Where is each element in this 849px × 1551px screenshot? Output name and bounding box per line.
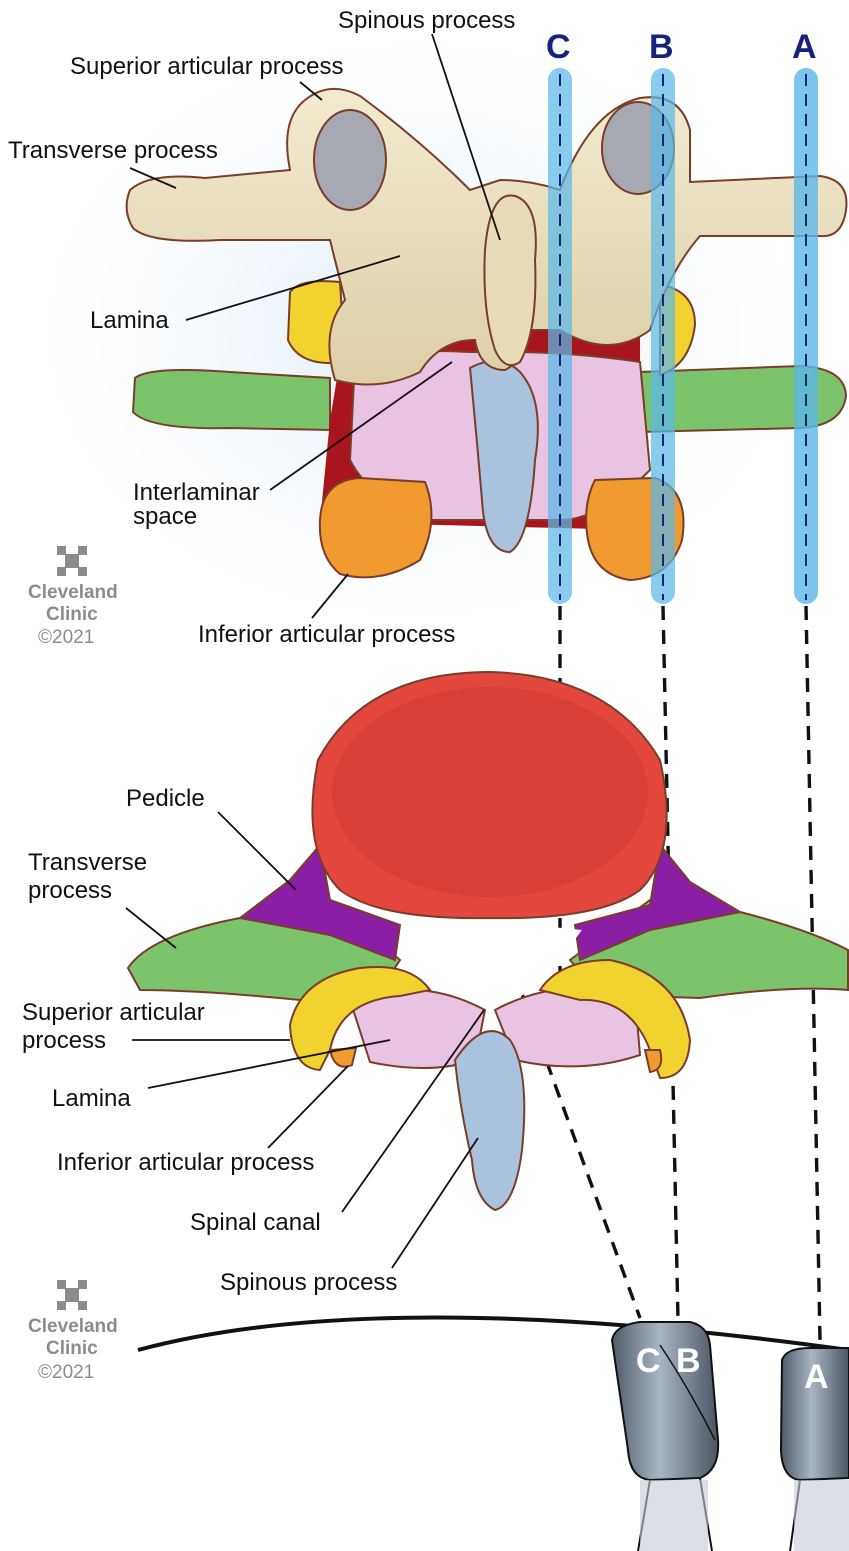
- label-spinous-process-axial: Spinous process: [220, 1269, 397, 1296]
- label-inferior-articular-process-top: Inferior articular process: [198, 621, 455, 648]
- label-spinal-canal: Spinal canal: [190, 1209, 321, 1236]
- cleveland-clinic-logo-bottom: Cleveland Clinic ©2021: [28, 1280, 118, 1383]
- upper-spinous-process: [484, 195, 535, 365]
- label-lamina-top: Lamina: [90, 307, 169, 334]
- beam-c: [548, 68, 572, 604]
- label-pedicle: Pedicle: [126, 785, 205, 812]
- label-superior-articular-line1: Superior articular: [22, 999, 205, 1026]
- lower-transverse-process: [133, 370, 330, 430]
- beam-b: [651, 68, 675, 604]
- probe-letter-b: B: [676, 1342, 701, 1380]
- beam-letter-a: A: [792, 28, 817, 66]
- beam-a: [794, 68, 818, 604]
- cleveland-clinic-logo-icon: [57, 1280, 87, 1310]
- label-interlaminar-line2: space: [133, 503, 197, 530]
- probe-letter-a: A: [804, 1358, 829, 1396]
- logo-line2: Clinic: [46, 1338, 98, 1359]
- axial-spinous-process: [455, 1031, 524, 1210]
- cleveland-clinic-logo-top: Cleveland Clinic ©2021: [28, 546, 118, 648]
- beam-letter-c: C: [546, 28, 571, 66]
- probe-letter-c: C: [636, 1342, 661, 1380]
- logo-line1: Cleveland: [28, 582, 118, 603]
- logo-copyright: ©2021: [38, 1362, 94, 1383]
- logo-line1: Cleveland: [28, 1316, 118, 1337]
- axial-vertebral-body-inner: [332, 687, 648, 897]
- logo-line2: Clinic: [46, 604, 98, 625]
- posterior-view: C B A Spinous process Superior articular…: [8, 7, 846, 648]
- label-superior-articular-process-top: Superior articular process: [70, 53, 343, 80]
- label-spinous-process-top: Spinous process: [338, 7, 515, 34]
- label-lamina-axial: Lamina: [52, 1085, 131, 1112]
- inferior-articular-process-left: [320, 478, 432, 577]
- axial-inferior-articular-right: [645, 1050, 661, 1072]
- label-interlaminar-line1: Interlaminar: [133, 479, 260, 506]
- cleveland-clinic-logo-icon: [57, 546, 87, 576]
- logo-copyright: ©2021: [38, 627, 94, 648]
- axial-view: Pedicle Transverse process Superior arti…: [22, 672, 848, 1296]
- skin-surface-line: [138, 1318, 849, 1351]
- label-transverse-line1: Transverse: [28, 849, 147, 876]
- ultrasound-probe-a: A: [781, 1348, 849, 1551]
- label-transverse-line2: process: [28, 877, 112, 904]
- beam-letter-b: B: [649, 28, 674, 66]
- label-superior-articular-line2: process: [22, 1027, 106, 1054]
- superior-articular-facet-left: [314, 110, 386, 210]
- label-transverse-process-top: Transverse process: [8, 137, 218, 164]
- ultrasound-probe-cb: C B: [612, 1322, 718, 1551]
- label-inferior-articular-axial: Inferior articular process: [57, 1149, 314, 1176]
